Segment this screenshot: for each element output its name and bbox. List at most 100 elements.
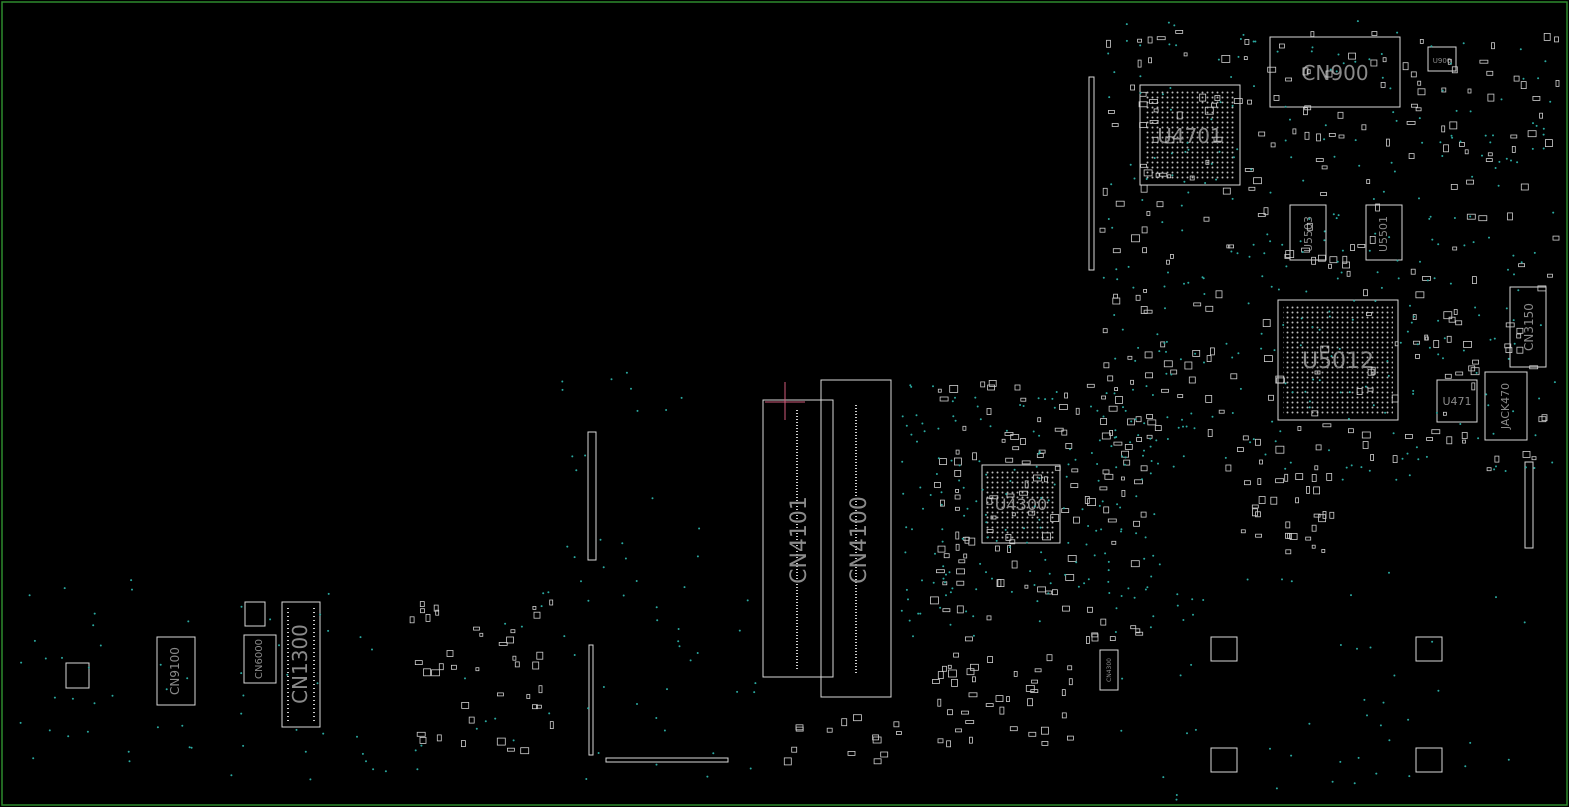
via [1418,117,1421,120]
via [1098,439,1101,442]
smd-pad [1531,456,1537,461]
smd-pad [947,664,952,669]
component-cn6000[interactable]: CN6000 [243,634,277,684]
via [1311,326,1314,328]
component-cn4100[interactable]: CN4100 [820,379,892,698]
smd-pad [1538,416,1547,423]
via [573,654,576,656]
smd-pad [1112,248,1121,254]
mount-pad [1415,636,1443,662]
component-u5012[interactable]: U5012 [1277,299,1399,421]
via [1101,500,1104,503]
smd-pad [1242,435,1249,441]
smd-pad [1516,327,1524,334]
via [1271,420,1274,423]
via [230,774,233,777]
component-u471[interactable]: U471 [1436,379,1478,423]
via [1289,461,1292,464]
via [1040,496,1043,499]
smd-pad [1518,263,1525,268]
smd-pad [1149,99,1158,104]
via [1524,466,1527,469]
smd-pad [1511,145,1516,153]
via [1388,236,1391,239]
via [1033,584,1036,586]
via [602,566,605,569]
smd-pad [419,601,425,607]
smd-pad [1042,532,1051,541]
smd-pad [1123,459,1131,466]
component-u5501[interactable]: U5501 [1365,204,1403,261]
via [1132,388,1134,391]
via [1412,315,1415,318]
component-cn4300[interactable]: CN4300 [1099,649,1119,691]
via [624,557,627,560]
smd-pad [1213,136,1223,142]
via [1182,425,1184,428]
component-jack470[interactable]: JACK470 [1484,371,1528,441]
via [566,545,569,548]
via [922,507,924,510]
smd-pad [526,694,531,699]
via [1044,558,1047,561]
smd-pad [1159,172,1168,177]
component-cn1300[interactable]: CN1300 [281,601,321,728]
smd-pad [1258,131,1266,137]
smd-pad [1145,372,1153,379]
via [1341,478,1344,481]
via [1113,314,1116,316]
via [941,528,944,531]
smd-pad [1275,375,1285,384]
via [1549,100,1552,103]
component-cn3150[interactable]: CN3150 [1509,286,1547,368]
smd-pad [496,692,504,697]
smd-pad [532,704,538,710]
smd-pad [893,721,900,728]
via [1464,765,1467,768]
smd-pad [841,718,848,727]
smd-pad [1468,365,1476,372]
via [1477,437,1480,440]
via [1225,342,1228,345]
via [981,488,984,491]
smd-pad [1177,394,1184,398]
smd-pad [1494,455,1500,463]
via [923,430,926,433]
smd-pad [496,737,506,746]
via [1040,551,1043,554]
smd-pad [1130,379,1134,385]
via [610,378,613,381]
smd-pad [1225,464,1232,472]
smd-pad [1284,473,1289,482]
mount-pad [1210,636,1238,662]
component-u4701[interactable]: U4701 [1139,84,1241,186]
via [636,703,638,705]
smd-pad [1455,371,1464,376]
smd-pad [1315,158,1324,162]
smd-pad [1443,411,1447,416]
via [1542,133,1545,136]
component-u4300[interactable]: U4300 [981,464,1061,544]
smd-pad [1005,534,1012,541]
component-u900[interactable]: U900 [1427,46,1457,72]
component-cn900[interactable]: CN900 [1269,36,1401,108]
via [1421,141,1424,144]
component-u5503[interactable]: U5503 [1289,204,1327,261]
via [602,686,605,688]
component-cn9100[interactable]: CN9100 [156,636,196,706]
smd-pad [985,703,994,707]
smd-pad [1166,259,1170,265]
smd-pad [1067,665,1073,671]
via [677,640,680,643]
smd-pad [510,629,516,634]
via [1351,318,1354,321]
smd-pad [795,726,804,732]
smd-pad [1161,388,1169,393]
smd-pad [1285,521,1291,529]
component-cn4101[interactable]: CN4101 [762,399,834,678]
smd-pad [1193,302,1202,307]
via [1187,281,1190,284]
via [1274,440,1277,443]
smd-pad [968,537,976,546]
